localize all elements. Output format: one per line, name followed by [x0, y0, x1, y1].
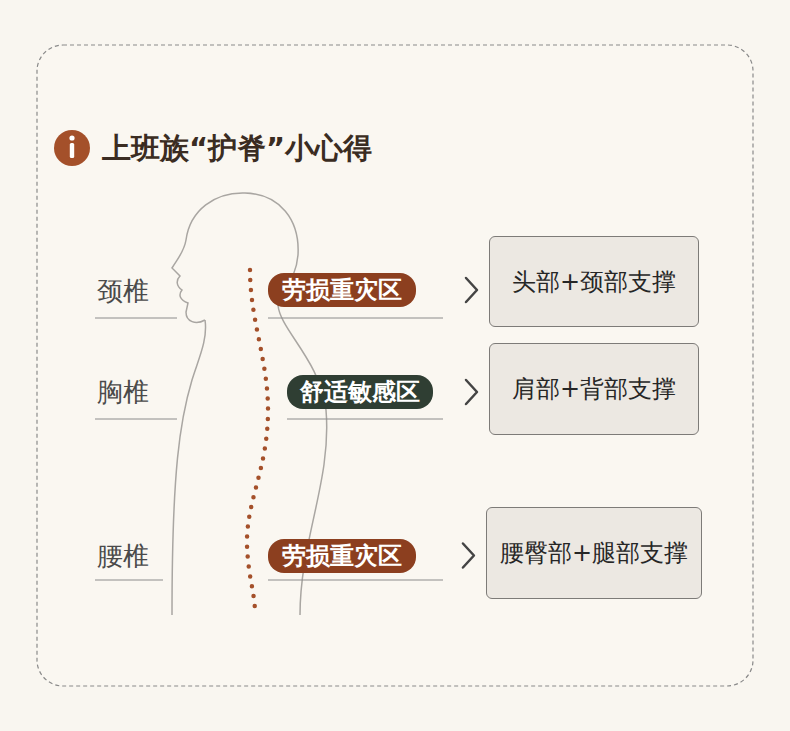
zone-text: 舒适敏感区: [300, 377, 420, 407]
dashed-panel: [37, 45, 753, 686]
vertebra-label: 颈椎: [97, 275, 149, 307]
support-text: 肩部+背部支撑: [512, 374, 676, 404]
support-box: 肩部+背部支撑: [489, 343, 699, 435]
spine-dots: [247, 270, 268, 610]
zone-text: 劳损重灾区: [282, 275, 402, 305]
zone-pill: 劳损重灾区: [268, 273, 416, 307]
support-box: 腰臀部+腿部支撑: [486, 507, 702, 599]
support-text: 头部+颈部支撑: [512, 267, 676, 297]
zone-pill: 劳损重灾区: [268, 539, 416, 573]
chevron-connector: [466, 278, 477, 302]
zone-text: 劳损重灾区: [282, 541, 402, 571]
vertebra-label: 腰椎: [97, 540, 149, 572]
support-text: 腰臀部+腿部支撑: [500, 538, 688, 568]
body-front-line: [172, 320, 206, 615]
zone-pill: 舒适敏感区: [287, 375, 433, 409]
chevron-connector: [463, 544, 474, 568]
support-box: 头部+颈部支撑: [489, 236, 699, 327]
diagram-title: 上班族“护脊”小心得: [102, 130, 372, 166]
chevron-connector: [466, 380, 477, 404]
vertebra-label: 胸椎: [97, 376, 149, 408]
underlines: [95, 318, 443, 580]
info-icon: [54, 130, 90, 166]
